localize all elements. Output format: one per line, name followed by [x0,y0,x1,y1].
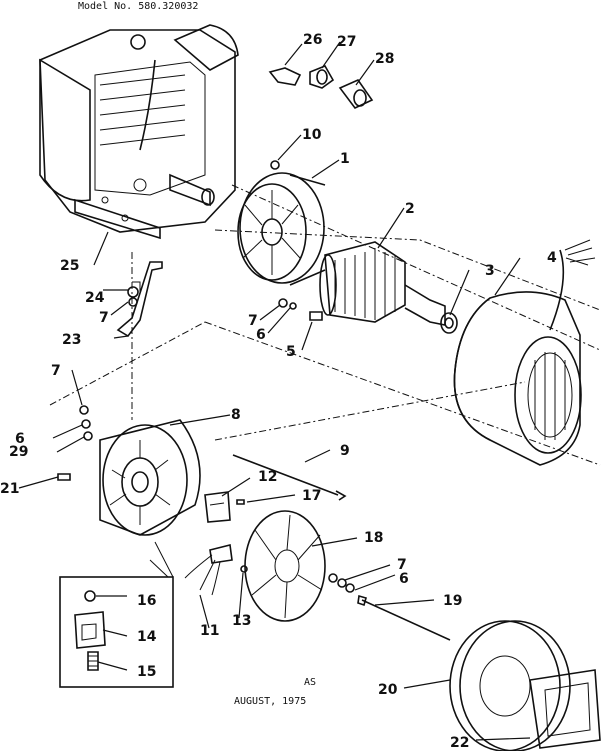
bearing-3 [440,312,458,334]
callout-13: 13 [232,613,251,629]
callout-11: 11 [200,623,219,639]
callout-29: 29 [9,444,28,460]
callout-7c: 7 [51,363,61,379]
drawing-code: AS [304,677,316,688]
callout-20: 20 [378,682,398,698]
callout-17: 17 [302,488,321,504]
callout-21: 21 [0,481,19,497]
drawing-date: AUGUST, 1975 [234,696,306,707]
callout-7d: 7 [397,557,407,573]
callout-12: 12 [258,469,277,485]
connector-parts-26-27-28 [268,64,374,110]
callout-4: 4 [547,250,557,266]
washers-6-7-right [328,573,355,593]
callout-27: 27 [337,34,356,50]
hardware-5-6-7 [278,298,323,321]
end-bell-8 [99,419,201,536]
callout-5: 5 [286,344,296,360]
callout-18: 18 [364,530,383,546]
callout-labels: 26 27 28 10 1 2 3 4 7 6 5 25 24 7 23 7 8… [0,32,557,751]
callout-8: 8 [231,407,241,423]
callout-2: 2 [405,201,415,217]
end-bell-1 [237,172,326,286]
gasket-22 [529,669,601,749]
callout-22: 22 [450,735,469,751]
callout-19: 19 [443,593,462,609]
bracket-23-24 [116,261,163,338]
callout-25: 25 [60,258,79,274]
rod-9 [232,454,347,501]
callout-16: 16 [137,593,156,609]
callout-24: 24 [85,290,105,306]
callout-10: 10 [302,127,322,143]
callout-7a: 7 [248,313,258,329]
wiring-11-13 [184,544,248,596]
switch-12 [204,491,231,523]
screw-21 [57,473,71,481]
callout-3: 3 [485,263,495,279]
leader-lines [18,41,531,741]
model-number: Model No. 580.320032 [78,1,198,12]
callout-7b: 7 [99,310,109,326]
callout-28: 28 [375,51,394,67]
brush-assembly-14-15-16 [74,590,106,671]
callout-6b: 6 [15,431,25,447]
callout-1: 1 [340,151,350,167]
screw-17 [236,499,245,505]
screw-10 [270,160,280,170]
callout-6a: 6 [256,327,266,343]
callout-6c: 6 [399,571,409,587]
inset-box [59,541,174,688]
engine-25 [39,24,239,240]
bolt-19 [357,594,451,641]
centerlines [49,184,601,466]
callout-26: 26 [303,32,322,48]
callout-14: 14 [137,629,157,645]
washers-6-7-29 [79,405,93,441]
callout-15: 15 [137,664,156,680]
callout-23: 23 [62,332,81,348]
cover-20 [449,620,571,751]
callout-9: 9 [340,443,350,459]
fan-18 [244,510,326,622]
armature-2 [319,241,446,326]
stator-4 [453,239,596,466]
